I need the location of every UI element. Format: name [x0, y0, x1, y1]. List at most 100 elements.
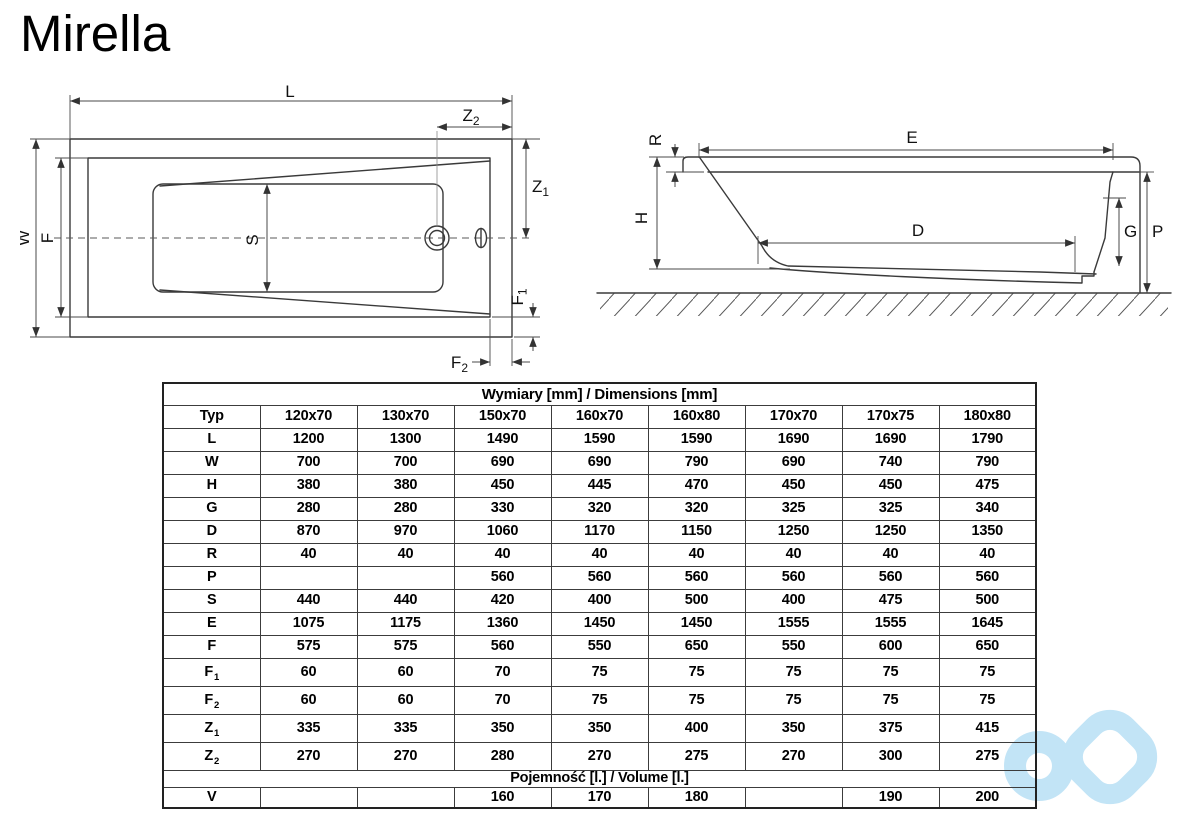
side-view-outline	[596, 156, 1172, 316]
table-cell: 740	[841, 451, 940, 475]
table-cell: 350	[744, 714, 843, 743]
top-view-outline	[54, 138, 532, 338]
dim-label-d: D	[912, 221, 924, 240]
table-cell: 330	[453, 497, 552, 521]
table-cell: 1590	[647, 428, 746, 452]
volume-cell: 160	[453, 787, 552, 809]
table-cell: 600	[841, 635, 940, 659]
table-cell: 40	[259, 543, 358, 567]
table-cell: 1450	[550, 612, 649, 636]
table-cell: 1690	[744, 428, 843, 452]
table-cell: 550	[550, 635, 649, 659]
bathtub-side-view-drawing: E R H D G P	[596, 128, 1172, 316]
table-cell: 335	[356, 714, 455, 743]
top-view-labels: L Z2 Z1 W F S F1 F2	[20, 82, 549, 375]
volume-cell	[744, 787, 843, 809]
table-cell: 475	[938, 474, 1037, 498]
col-header-150x70: 150x70	[453, 405, 552, 429]
table-cell: 475	[841, 589, 940, 613]
table-cell: 690	[550, 451, 649, 475]
dim-label-e: E	[906, 128, 917, 147]
table-cell: 380	[259, 474, 358, 498]
top-view-dimensions	[30, 95, 540, 366]
col-header-180x80: 180x80	[938, 405, 1037, 429]
table-cell: 870	[259, 520, 358, 544]
dim-label-z2: Z2	[462, 106, 479, 128]
row-label: S	[162, 589, 261, 613]
table-cell: 270	[744, 742, 843, 771]
table-cell: 690	[453, 451, 552, 475]
table-cell: 75	[744, 686, 843, 715]
table-cell: 790	[647, 451, 746, 475]
table-cell: 75	[647, 686, 746, 715]
table-cell: 1555	[841, 612, 940, 636]
table-cell: 440	[259, 589, 358, 613]
table-cell: 325	[841, 497, 940, 521]
row-label: P	[162, 566, 261, 590]
row-label-v: V	[162, 787, 261, 809]
table-cell: 320	[550, 497, 649, 521]
table-cell: 75	[841, 686, 940, 715]
table-cell: 350	[453, 714, 552, 743]
volume-cell: 190	[841, 787, 940, 809]
volume-cell	[356, 787, 455, 809]
table-cell: 1690	[841, 428, 940, 452]
table-cell: 560	[938, 566, 1037, 590]
table-cell: 275	[938, 742, 1037, 771]
table-cell: 1175	[356, 612, 455, 636]
col-header-120x70: 120x70	[259, 405, 358, 429]
table-cell: 40	[550, 543, 649, 567]
table-cell: 1300	[356, 428, 455, 452]
row-label: Z2	[162, 742, 261, 771]
page-title: Mirella	[20, 5, 171, 62]
bathtub-top-view-drawing: L Z2 Z1 W F S F1 F2	[20, 82, 549, 375]
table-cell: 445	[550, 474, 649, 498]
table-cell: 560	[550, 566, 649, 590]
dimensions-table: Wymiary [mm] / Dimensions [mm] Typ 120x7…	[162, 382, 1037, 809]
logo-right-ring	[1062, 709, 1158, 805]
dim-label-w: W	[20, 230, 33, 246]
row-label: W	[162, 451, 261, 475]
col-header-170x70: 170x70	[744, 405, 843, 429]
row-label: H	[162, 474, 261, 498]
ground-hatch	[600, 293, 1168, 316]
dimensions-table-wrapper: Wymiary [mm] / Dimensions [mm] Typ 120x7…	[162, 382, 1037, 809]
table-cell: 270	[259, 742, 358, 771]
table-header-row: Wymiary [mm] / Dimensions [mm]	[162, 382, 1037, 406]
row-label: F2	[162, 686, 261, 715]
table-cell: 575	[356, 635, 455, 659]
table-cell: 560	[841, 566, 940, 590]
side-view-labels: E R H D G P	[632, 128, 1163, 241]
table-cell: 335	[259, 714, 358, 743]
table-cell: 275	[647, 742, 746, 771]
table-cell: 400	[550, 589, 649, 613]
col-header-160x80: 160x80	[647, 405, 746, 429]
row-label: F1	[162, 658, 261, 687]
table-cell: 60	[259, 686, 358, 715]
table-cell: 1360	[453, 612, 552, 636]
table-cell: 75	[938, 686, 1037, 715]
col-header-170x75: 170x75	[841, 405, 940, 429]
table-cell: 1250	[841, 520, 940, 544]
table-header-volume: Pojemność [l.] / Volume [l.]	[162, 770, 1037, 788]
table-cell: 1555	[744, 612, 843, 636]
table-cell: 320	[647, 497, 746, 521]
table-cell: 75	[550, 686, 649, 715]
table-cell: 560	[647, 566, 746, 590]
side-view-dimensions	[649, 143, 1154, 293]
row-label: E	[162, 612, 261, 636]
table-cell: 40	[744, 543, 843, 567]
volume-cell: 180	[647, 787, 746, 809]
table-cell: 70	[453, 686, 552, 715]
table-cell: 415	[938, 714, 1037, 743]
